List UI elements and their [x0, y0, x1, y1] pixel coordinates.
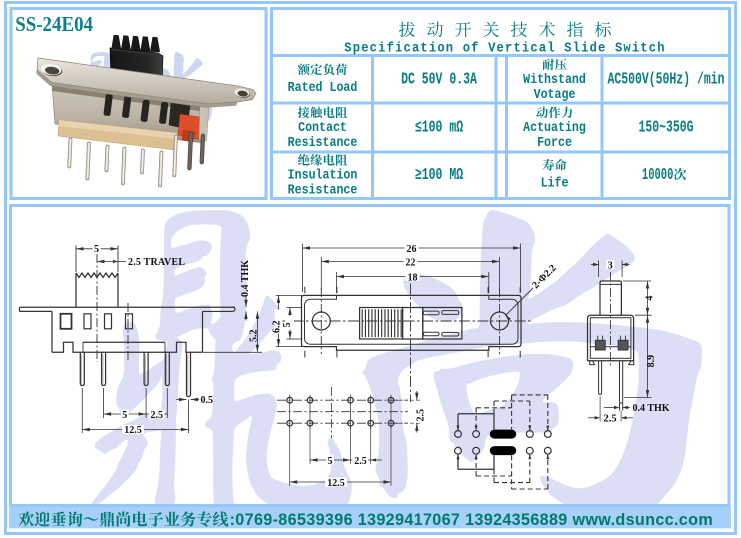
svg-text:5.2: 5.2	[249, 330, 260, 343]
svg-text:≥100 MΩ: ≥100 MΩ	[415, 166, 464, 184]
svg-text:8.9: 8.9	[646, 355, 657, 368]
svg-text:SS-24E04: SS-24E04	[15, 13, 93, 36]
svg-text:10000: 10000	[642, 167, 673, 185]
svg-text:5: 5	[282, 323, 293, 328]
svg-text:5: 5	[328, 456, 333, 467]
svg-text:6.2: 6.2	[272, 321, 283, 334]
svg-text:5: 5	[94, 244, 99, 255]
svg-text:Insulation: Insulation	[288, 167, 358, 183]
svg-text:≤100 mΩ: ≤100 mΩ	[415, 119, 464, 137]
svg-text::0769-86539396 13929417067 13: :0769-86539396 13929417067 13924356889 w…	[230, 511, 713, 529]
svg-text:12.5: 12.5	[327, 478, 345, 489]
svg-text:DC 50V 0.3A: DC 50V 0.3A	[401, 71, 477, 89]
svg-text:150~350G: 150~350G	[638, 119, 693, 137]
svg-text:3: 3	[608, 260, 613, 271]
svg-text:0.4 THK: 0.4 THK	[240, 260, 251, 297]
svg-text:26: 26	[407, 244, 417, 255]
svg-text:4: 4	[645, 296, 656, 301]
svg-text:22: 22	[406, 257, 416, 268]
svg-text:Force: Force	[537, 134, 572, 150]
svg-text:2.5: 2.5	[416, 409, 427, 422]
svg-text:Specification of Vertical Slid: Specification of Vertical Slide Switch	[344, 40, 665, 56]
svg-text:2.5: 2.5	[604, 414, 617, 425]
svg-text:Actuating: Actuating	[523, 119, 586, 135]
svg-text:Resistance: Resistance	[288, 134, 358, 150]
svg-text:5: 5	[122, 410, 127, 421]
svg-text:0.5: 0.5	[201, 395, 214, 406]
svg-text:12.5: 12.5	[124, 425, 142, 436]
svg-text:Resistance: Resistance	[288, 182, 358, 198]
svg-text:18: 18	[408, 272, 418, 283]
svg-text:AC500V(50Hz) /min: AC500V(50Hz) /min	[608, 71, 725, 89]
svg-text:2.5: 2.5	[354, 456, 367, 467]
svg-text:Votage: Votage	[534, 86, 576, 102]
svg-text:Rated Load: Rated Load	[288, 79, 358, 95]
svg-text:Life: Life	[541, 174, 569, 190]
svg-text:Contact: Contact	[298, 119, 347, 135]
svg-text:Withstand: Withstand	[523, 71, 586, 87]
svg-text:2.5: 2.5	[150, 410, 163, 421]
svg-text:2.5 TRAVEL: 2.5 TRAVEL	[128, 257, 185, 268]
svg-text:0.4 THK: 0.4 THK	[633, 403, 670, 414]
